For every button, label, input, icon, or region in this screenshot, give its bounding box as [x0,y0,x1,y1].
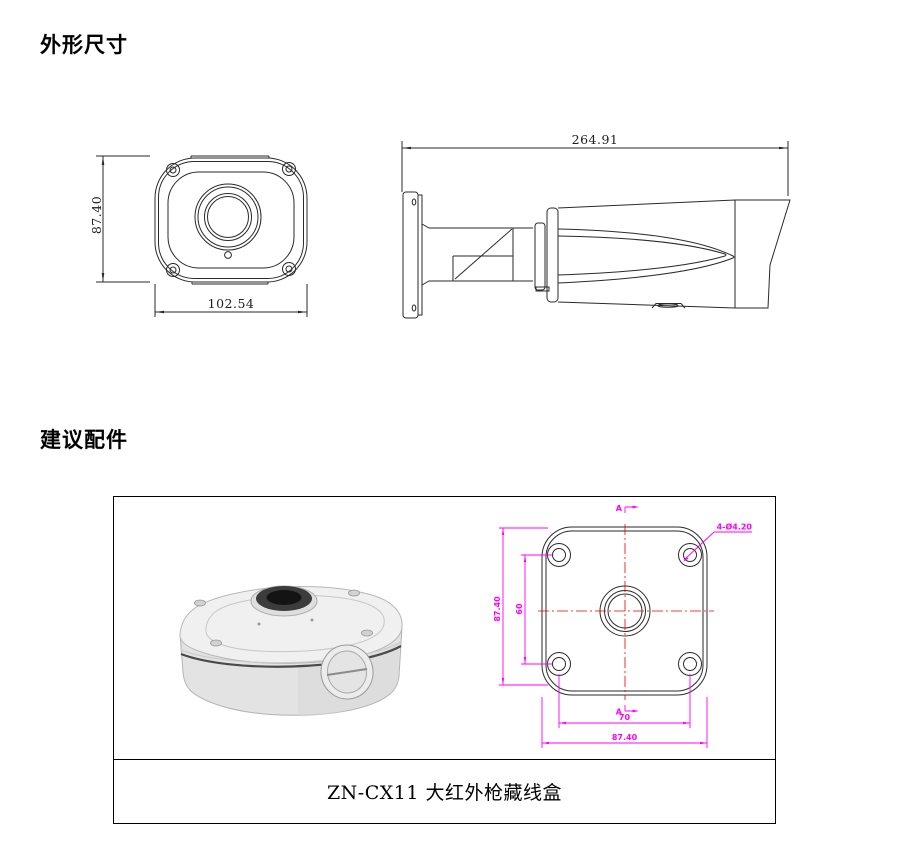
mounting-holes-callout: 4-Ø4.20 [683,522,753,562]
front-view-body-outline [154,155,308,285]
overall-width-label: 87.40 [612,733,638,742]
section-marker-top: A [616,504,639,513]
mounting-holes-label: 4-Ø4.20 [717,522,753,532]
junction-box-knockout [320,644,374,700]
side-view-camera-body [557,199,736,309]
figure-caption: ZN-CX11 大红外枪藏线盒 [326,782,563,804]
dim-hole-spacing-horizontal: 70 [558,674,691,728]
front-view-corner-screws [166,162,296,277]
dim-overall-height: 87.40 [493,527,548,686]
dim-overall-width: 87.40 [541,697,708,748]
front-width-label: 102.54 [208,296,255,311]
side-view-collar [534,207,559,303]
front-view-led-dot [224,251,232,259]
hole-spacing-vertical-label: 60 [515,603,524,615]
side-view-length-dimension: 264.91 [401,132,789,196]
front-view-width-dimension: 102.54 [154,284,308,317]
junction-box-dimension-drawing: 87.40 60 70 87.40 4-Ø4.20 [493,504,753,748]
front-height-label: 87.40 [89,196,104,234]
section-marker-bottom-label: A [616,708,623,717]
side-view-bracket-arm [421,223,533,286]
heading-recommended-accessories: 建议配件 [40,428,128,452]
junction-box-photo [179,585,403,717]
section-marker-top-label: A [616,504,623,513]
section-marker-bottom: A [616,705,639,717]
accessory-figure-frame: ZN-CX11 大红外枪藏线盒 [113,496,776,824]
hole-spacing-horizontal-label: 70 [619,713,631,722]
front-view-height-dimension: 87.40 [89,155,150,283]
overall-height-label: 87.40 [493,596,502,622]
centerlines [538,524,714,700]
camera-side-view-drawing: 264.91 [401,132,791,319]
side-view-sunshield [735,199,791,309]
camera-front-view-drawing: 87.40 102.54 [89,155,308,317]
side-view-mount-flange [402,191,423,319]
front-view-lens [194,183,262,259]
dim-hole-spacing-vertical: 60 [515,554,552,665]
junction-box-grommet [250,585,318,617]
figure-caption-band: ZN-CX11 大红外枪藏线盒 [114,759,775,823]
junction-box-corner-holes [194,589,373,647]
heading-outline-dimensions: 外形尺寸 [40,33,128,57]
side-length-label: 264.91 [572,132,619,147]
